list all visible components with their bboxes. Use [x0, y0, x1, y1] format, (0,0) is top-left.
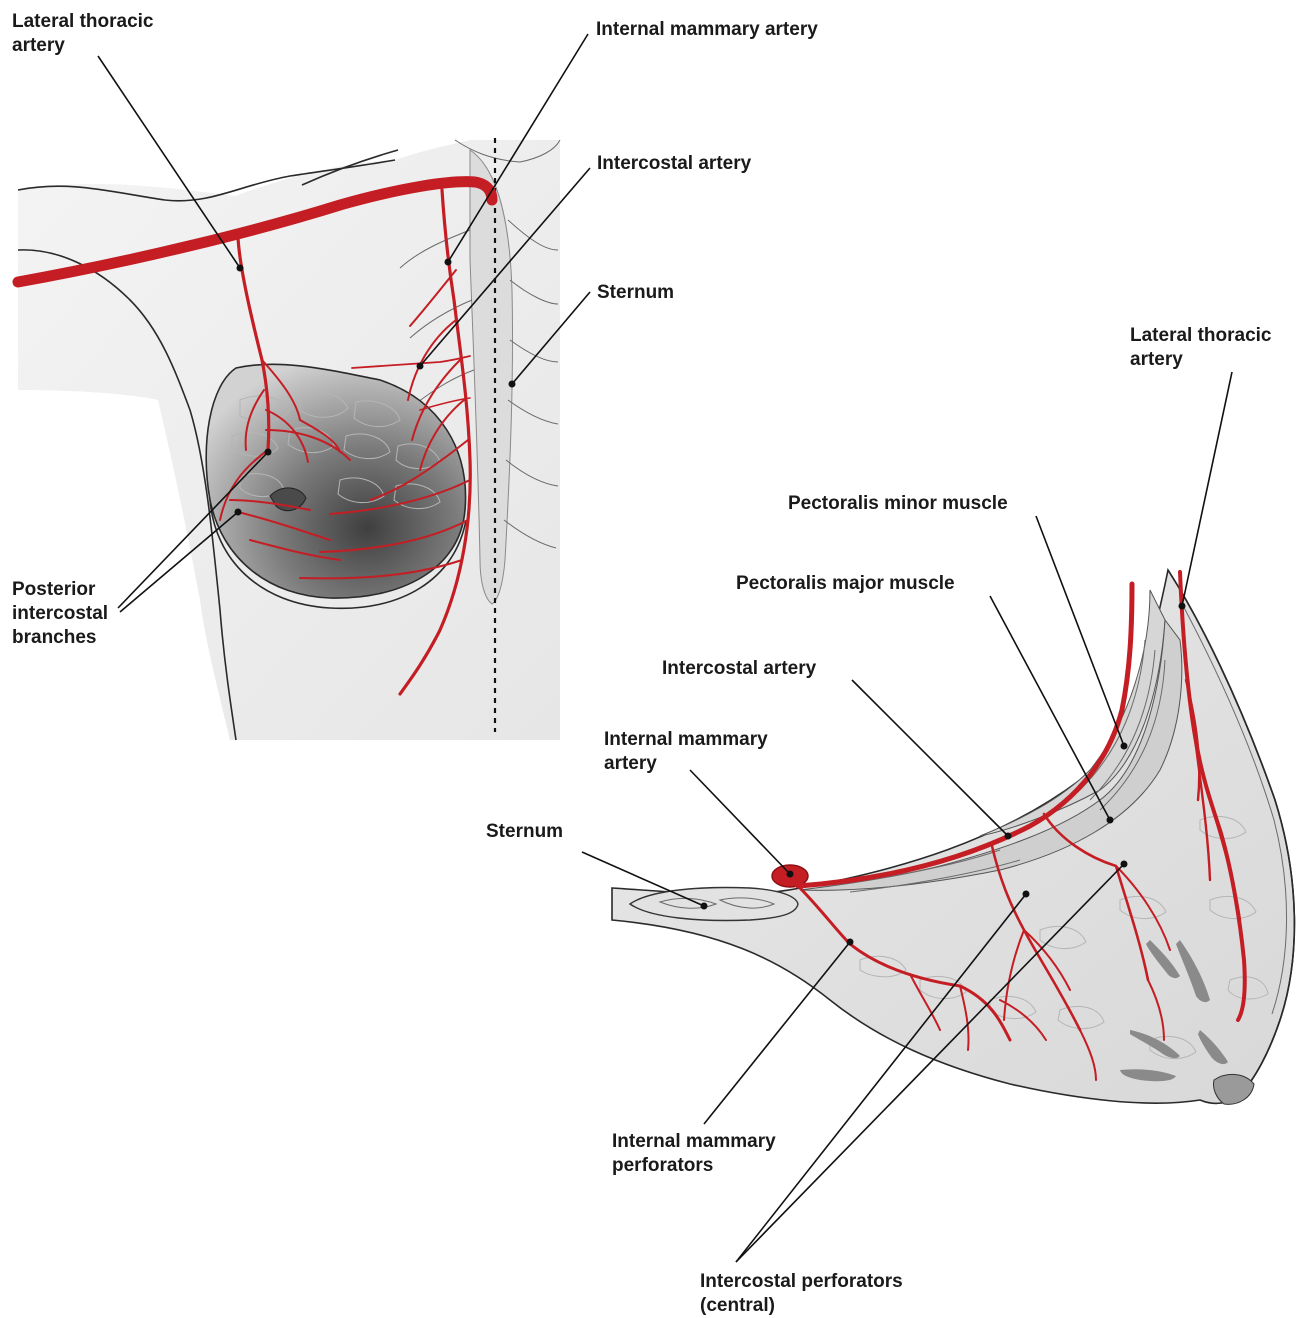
label-section-pectoralis-minor-muscle: Pectoralis minor muscle — [788, 492, 1008, 516]
label-line: Intercostal perforators — [700, 1270, 903, 1294]
label-section-internal-mammary-artery: Internal mammary artery — [604, 728, 768, 776]
leader-dot — [1121, 743, 1128, 750]
leader-dot — [1005, 833, 1012, 840]
leader-dot — [701, 903, 708, 910]
label-line: Intercostal artery — [597, 152, 751, 176]
label-line: artery — [1130, 348, 1272, 372]
label-line: Internal mammary — [604, 728, 768, 752]
leader-dot — [1179, 603, 1186, 610]
leader-dot — [417, 363, 424, 370]
label-line: Internal mammary artery — [596, 18, 818, 42]
label-front-posterior-intercostal-branches: Posterior intercostal branches — [12, 578, 108, 650]
label-line: Intercostal artery — [662, 657, 816, 681]
label-front-intercostal-artery: Intercostal artery — [597, 152, 751, 176]
label-line: artery — [12, 34, 154, 58]
leader-dot — [509, 381, 516, 388]
label-section-intercostal-artery: Intercostal artery — [662, 657, 816, 681]
label-line: Lateral thoracic — [12, 10, 154, 34]
section-nipple — [1213, 1074, 1254, 1104]
label-line: Sternum — [597, 281, 674, 305]
label-line: intercostal — [12, 602, 108, 626]
leader-dot — [235, 509, 242, 516]
leader-section-pect-minor — [1036, 516, 1124, 746]
leader-section-intercostal — [852, 680, 1008, 836]
leader-dot — [787, 871, 794, 878]
label-front-sternum: Sternum — [597, 281, 674, 305]
leader-dot — [237, 265, 244, 272]
label-line: Sternum — [486, 820, 563, 844]
label-line: Lateral thoracic — [1130, 324, 1272, 348]
label-line: Pectoralis minor muscle — [788, 492, 1008, 516]
label-section-lateral-thoracic-artery: Lateral thoracic artery — [1130, 324, 1272, 372]
label-front-lateral-thoracic-artery: Lateral thoracic artery — [12, 10, 154, 58]
leader-section-pect-major — [990, 596, 1110, 820]
label-line: Pectoralis major muscle — [736, 572, 955, 596]
leader-dot — [1107, 817, 1114, 824]
section-breast-outer — [612, 570, 1294, 1103]
leader-dot — [1023, 891, 1030, 898]
leader-section-internal-mammary — [690, 770, 790, 874]
label-line: artery — [604, 752, 768, 776]
label-line: (central) — [700, 1294, 903, 1318]
label-section-sternum: Sternum — [486, 820, 563, 844]
leader-section-im-perforators — [704, 942, 850, 1124]
label-line: perforators — [612, 1154, 776, 1178]
leader-section-lateral-thoracic — [1182, 372, 1232, 606]
leader-dot — [265, 449, 272, 456]
label-line: Posterior — [12, 578, 108, 602]
label-section-internal-mammary-perforators: Internal mammary perforators — [612, 1130, 776, 1178]
label-front-internal-mammary-artery: Internal mammary artery — [596, 18, 818, 42]
label-section-pectoralis-major-muscle: Pectoralis major muscle — [736, 572, 955, 596]
leader-dot — [1121, 861, 1128, 868]
leader-dot — [445, 259, 452, 266]
label-section-intercostal-perforators-central: Intercostal perforators (central) — [700, 1270, 903, 1318]
leader-dot — [847, 939, 854, 946]
label-line: branches — [12, 626, 108, 650]
section-view-illustration — [612, 570, 1294, 1104]
label-line: Internal mammary — [612, 1130, 776, 1154]
